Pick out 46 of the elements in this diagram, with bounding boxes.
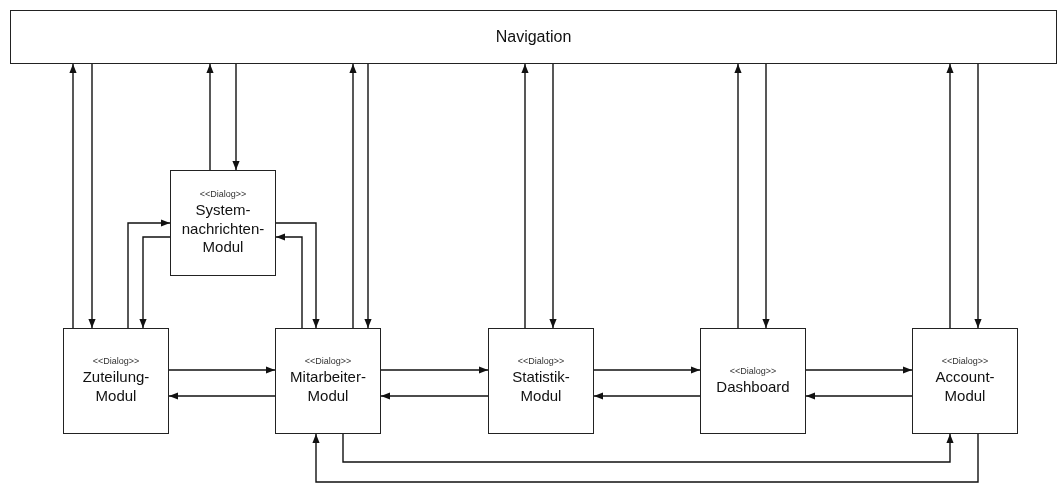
- arrow: [168, 392, 276, 400]
- module-name: Zuteilung- Modul: [81, 368, 151, 406]
- module-name: Mitarbeiter- Modul: [289, 368, 367, 406]
- arrow: [946, 63, 954, 329]
- module-box: [63, 328, 169, 434]
- arrow: [762, 63, 770, 329]
- arrow: [206, 63, 214, 171]
- arrow: [232, 63, 240, 171]
- arrow: [168, 366, 276, 374]
- arrow: [805, 392, 913, 400]
- arrow: [380, 392, 489, 400]
- arrow: [275, 233, 303, 329]
- module-box: [700, 328, 806, 434]
- stereotype-label: <<Dialog>>: [729, 365, 777, 376]
- arrow: [521, 63, 529, 329]
- module-name: Statistik- Modul: [511, 368, 571, 406]
- arrow: [593, 366, 701, 374]
- arrow: [593, 392, 701, 400]
- arrow: [312, 433, 979, 483]
- stereotype-label: <<Dialog>>: [199, 188, 247, 199]
- arrow: [805, 366, 913, 374]
- arrow: [275, 222, 320, 329]
- module-name: Navigation: [495, 27, 572, 47]
- navigation-bar: [10, 10, 1057, 64]
- module-box: [912, 328, 1018, 434]
- stereotype-label: <<Dialog>>: [517, 356, 565, 367]
- stereotype-label: <<Dialog>>: [92, 356, 140, 367]
- arrow: [69, 63, 77, 329]
- arrow: [380, 366, 489, 374]
- arrow: [549, 63, 557, 329]
- arrow: [364, 63, 372, 329]
- module-name: Account- Modul: [934, 368, 996, 406]
- arrow: [974, 63, 982, 329]
- arrow: [734, 63, 742, 329]
- stereotype-label: <<Dialog>>: [941, 356, 989, 367]
- arrow: [139, 236, 171, 329]
- module-name: System- nachrichten- Modul: [180, 200, 266, 258]
- module-name: Dashboard: [716, 377, 790, 397]
- module-box: [170, 170, 276, 276]
- arrow: [88, 63, 96, 329]
- stereotype-label: <<Dialog>>: [304, 356, 352, 367]
- arrow: [127, 219, 171, 329]
- arrow: [342, 433, 954, 463]
- arrow: [349, 63, 357, 329]
- module-box: [275, 328, 381, 434]
- module-box: [488, 328, 594, 434]
